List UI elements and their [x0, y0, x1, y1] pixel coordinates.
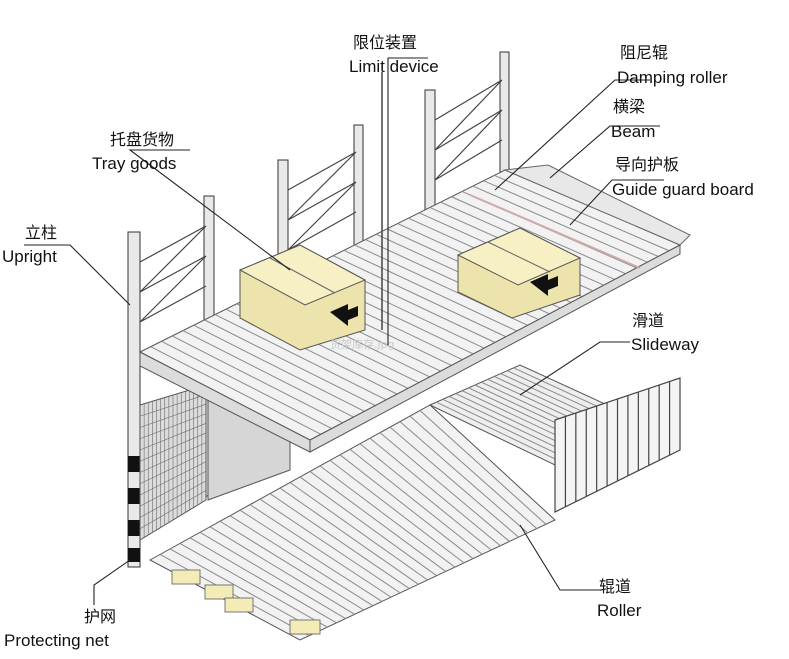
lower-roller: [249, 504, 392, 598]
lower-roller: [309, 471, 447, 572]
arrow-icon: [530, 274, 558, 296]
lower-roller: [269, 493, 410, 589]
damping-roller-en: Damping roller: [617, 68, 728, 87]
label-upright: 立柱 Upright: [2, 223, 57, 266]
end-cap: [289, 619, 321, 635]
guide-guard-board-en: Guide guard board: [612, 180, 754, 199]
upright-post: [127, 231, 141, 568]
label-limit-device: 限位装置 Limit device: [349, 33, 439, 76]
tray-goods-en: Tray goods: [92, 154, 176, 173]
upper-roller: [171, 335, 343, 424]
lower-roller: [399, 421, 529, 534]
tray-goods-zh: 托盘货物: [110, 130, 174, 149]
lower-rollers: [159, 410, 547, 637]
lower-roller: [209, 526, 355, 615]
upright-zh: 立柱: [25, 223, 57, 242]
lower-roller: [299, 476, 437, 577]
slideway-zh: 滑道: [632, 311, 664, 330]
upper-roller: [150, 346, 322, 435]
side-beam: [309, 244, 681, 453]
lower-roller: [389, 426, 519, 538]
upper-roller: [451, 196, 626, 275]
lower-roller: [349, 448, 483, 555]
tray-goods-left: [238, 244, 367, 351]
lower-roller: [289, 482, 428, 581]
protecting-net-zh: 护网: [84, 607, 116, 626]
tray-goods-right: [456, 227, 582, 319]
slideway-roller: [449, 395, 574, 456]
upper-roller: [343, 249, 517, 332]
roller-zh: 辊道: [599, 577, 631, 596]
roller-en: Roller: [597, 601, 642, 620]
end-cap: [171, 569, 201, 585]
lower-roller: [259, 498, 401, 594]
label-slideway: 滑道 Slideway: [631, 311, 700, 354]
label-guide-guard-board: 导向护板 Guide guard board: [612, 155, 754, 199]
lower-roller: [229, 515, 374, 607]
lower-roller: [159, 554, 310, 637]
lower-roller: [339, 454, 474, 559]
lower-roller: [359, 443, 492, 551]
lower-roller: [189, 537, 337, 624]
beam-en: Beam: [611, 122, 655, 141]
leader-lines: [24, 57, 664, 605]
lower-roller: [199, 531, 346, 620]
upper-roller: [214, 314, 387, 401]
lower-roller: [369, 437, 501, 547]
slideway-roller: [442, 398, 568, 460]
lower-roller: [219, 520, 365, 611]
lower-roller: [279, 487, 419, 585]
damping-roller-zh: 阻尼辊: [620, 43, 668, 62]
slideway-roller: [436, 401, 562, 463]
guide-guard-board: [503, 164, 691, 246]
label-beam: 横梁 Beam: [611, 97, 655, 141]
lower-roller: [329, 459, 465, 564]
arrow-icon: [330, 304, 358, 326]
lower-roller: [379, 432, 510, 542]
upper-roller: [193, 324, 365, 412]
lower-deck: [148, 404, 556, 641]
upper-roller: [161, 340, 332, 429]
label-tray-goods: 托盘货物 Tray goods: [92, 130, 176, 173]
upper-roller: [483, 180, 659, 257]
end-cap: [204, 584, 234, 600]
lower-roller: [239, 509, 383, 602]
guide-guard-board-zh: 导向护板: [615, 155, 679, 174]
lower-roller: [179, 542, 328, 628]
lower-roller: [169, 548, 319, 632]
label-protecting-net: 护网 Protecting net: [4, 607, 116, 650]
lower-roller: [419, 410, 547, 525]
upper-roller: [182, 330, 354, 418]
label-roller: 辊道 Roller: [597, 577, 642, 620]
slideway-en: Slideway: [631, 335, 700, 354]
label-damping-roller: 阻尼辊 Damping roller: [617, 43, 728, 87]
lower-roller: [409, 415, 538, 529]
lower-deck-surface: [148, 404, 556, 641]
limit-device-en: Limit device: [349, 57, 439, 76]
upper-roller: [333, 255, 507, 338]
upper-roller: [472, 185, 648, 263]
hazard-stripes: [128, 456, 140, 562]
beam-zh: 横梁: [613, 97, 645, 116]
upper-roller: [204, 319, 376, 407]
lower-roller: [319, 465, 456, 568]
slideway: [428, 364, 681, 513]
protecting-net-en: Protecting net: [4, 631, 109, 650]
upper-deck: [138, 72, 691, 453]
limit-device-zh: 限位装置: [353, 33, 417, 52]
watermark: 货架库存.jpg: [330, 337, 395, 351]
upright-en: Upright: [2, 247, 57, 266]
end-cap: [224, 597, 254, 613]
